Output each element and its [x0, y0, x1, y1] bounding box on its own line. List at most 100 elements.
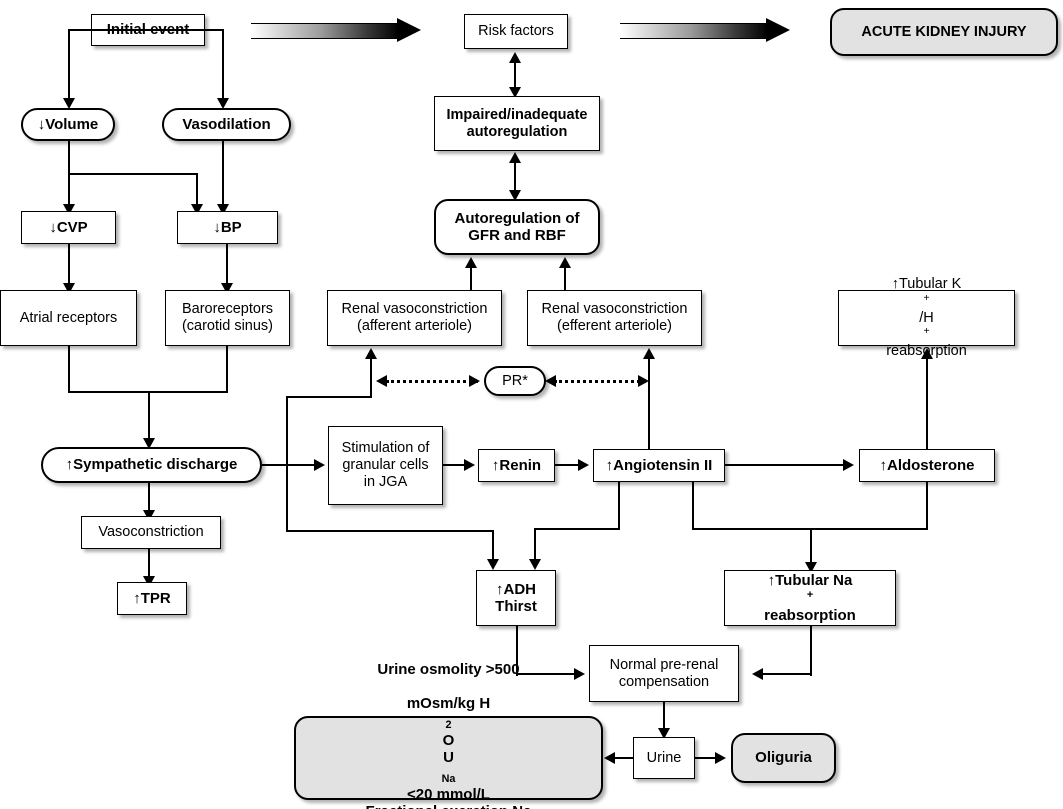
arrow-urine-to-oliguria: [715, 752, 726, 764]
conn-bp-down: [226, 244, 229, 287]
conn-prerenal-to-urine: [663, 702, 666, 731]
conn-angio-adh-stem: [534, 528, 537, 562]
node-tpr[interactable]: ↑TPR: [117, 582, 187, 615]
node-vasoconstriction[interactable]: Vasoconstriction: [81, 516, 221, 549]
conn-aldo-to-kh: [926, 356, 929, 450]
conn-initial-right-down: [222, 29, 225, 101]
arrow-afferent-to-autoreg: [464, 257, 477, 268]
arrow-aldo-to-kh: [920, 348, 933, 359]
node-normal-prerenal-compensation[interactable]: Normal pre-renal compensation: [589, 645, 739, 702]
node-acute-kidney-injury[interactable]: ACUTE KIDNEY INJURY: [830, 8, 1058, 56]
gradient-arrow-head-2: [766, 18, 790, 42]
node-bp[interactable]: ↓BP: [177, 211, 278, 244]
arrow-up-risk: [508, 52, 521, 63]
conn-adh-down: [516, 626, 519, 676]
conn-volume-to-bp: [68, 173, 198, 176]
conn-symp-branch-to-adh: [492, 530, 495, 562]
node-risk-factors[interactable]: Risk factors: [464, 14, 568, 49]
node-oliguria[interactable]: Oliguria: [731, 733, 836, 783]
autoreg-line-2: GFR and RBF: [468, 227, 566, 244]
node-impaired-autoregulation[interactable]: Impaired/inadequate autoregulation: [434, 96, 600, 151]
conn-urine-to-oliguria: [695, 757, 717, 760]
node-pr-star[interactable]: PR*: [484, 366, 546, 396]
gradient-arrow-1: [251, 18, 421, 42]
node-tubular-k-h-reabsorption[interactable]: ↑Tubular K+/H+ reabsorption: [838, 276, 1015, 359]
node-baroreceptors[interactable]: Baroreceptors (carotid sinus): [165, 290, 290, 346]
uf-l1b: mOsm/kg H: [406, 695, 491, 713]
conn-impaired-gfr: [514, 157, 517, 197]
arrow-na-to-prerenal: [752, 668, 763, 680]
gradient-arrow-2: [620, 18, 790, 42]
conn-baro-down: [226, 346, 229, 393]
arrow-vaso-to-bp: [216, 204, 229, 215]
node-angiotensin-ii[interactable]: ↑Angiotensin II: [593, 449, 725, 482]
node-adh-thirst[interactable]: ↑ADH Thirst: [476, 570, 556, 626]
conn-symp-branch-horiz: [286, 530, 494, 533]
conn-initial-left-down: [68, 29, 71, 101]
conn-na-horiz: [762, 673, 812, 676]
raff-line-2: (afferent arteriole): [357, 318, 472, 334]
node-sympathetic-discharge[interactable]: ↑Sympathetic discharge: [41, 447, 262, 483]
node-stimulation-granular-cells[interactable]: Stimulation of granular cells in JGA: [328, 426, 443, 505]
node-autoregulation-gfr-rbf[interactable]: Autoregulation of GFR and RBF: [434, 199, 600, 255]
arrow-to-sympathetic: [142, 438, 155, 449]
conn-renin-to-angio: [555, 464, 579, 467]
adh-line-2: Thirst: [495, 598, 537, 615]
arrow-up-impaired2: [508, 152, 521, 163]
node-cvp[interactable]: ↓CVP: [21, 211, 116, 244]
node-vasodilation[interactable]: Vasodilation: [162, 108, 291, 141]
node-aldosterone[interactable]: ↑Aldosterone: [859, 449, 995, 482]
conn-efferent-up: [564, 266, 567, 292]
baro-line-2: (carotid sinus): [181, 318, 274, 334]
arrow-efferent-to-autoreg: [558, 257, 571, 268]
raff-line-1: Renal vasoconstriction: [341, 301, 488, 318]
prerenal-line-2: compensation: [618, 673, 710, 690]
uf-l2c: <20 mmol/L: [407, 785, 490, 803]
arrow-to-cvp: [62, 204, 75, 215]
arrow-up-to-efferent: [642, 348, 655, 359]
arrow-symp-to-vasoc: [142, 510, 155, 521]
impaired-line-1: Impaired/inadequate: [446, 106, 588, 123]
conn-up-afferent-stem: [370, 357, 373, 398]
uf-sub2: 2: [445, 719, 452, 732]
conn-vasodilation-down: [222, 141, 225, 207]
arrow-angio-to-adh: [528, 559, 541, 570]
tubkh-line-1b: /H: [919, 309, 934, 326]
conn-stim-to-renin: [443, 464, 467, 467]
conn-angio-to-efferent: [648, 357, 651, 449]
node-volume[interactable]: ↓Volume: [21, 108, 115, 141]
node-renin[interactable]: ↑Renin: [478, 449, 555, 482]
conn-risk-autoreg: [514, 58, 517, 96]
arrow-down-gfr: [508, 190, 521, 201]
arrow-to-baroreceptors: [220, 283, 233, 294]
tubna-line-1: ↑Tubular Na: [767, 571, 853, 589]
conn-initial-split: [68, 29, 224, 32]
node-urine[interactable]: Urine: [633, 737, 695, 779]
arrow-urine-to-findings: [604, 752, 615, 764]
node-renal-vasoconstriction-afferent[interactable]: Renal vasoconstriction (afferent arterio…: [327, 290, 502, 346]
arrow-angio-to-aldo: [843, 459, 854, 471]
gradient-arrow-shaft: [251, 23, 399, 39]
uf-l1a: Urine osmolity >500: [377, 660, 520, 678]
autoreg-line-1: Autoregulation of: [454, 209, 580, 227]
dotted-line-right: [554, 380, 646, 383]
conn-angio-adh-horiz: [534, 528, 620, 531]
arrow-dotted-left-head: [376, 375, 387, 387]
uf-l2a: U: [443, 749, 454, 767]
conn-symp-branch-down: [286, 464, 289, 532]
conn-angio-down-adh: [618, 482, 621, 530]
conn-atrial-down: [68, 346, 71, 393]
node-atrial-receptors[interactable]: Atrial receptors: [0, 290, 137, 346]
conn-symp-to-vasoc: [148, 483, 151, 513]
arrow-renin-to-angio: [578, 459, 589, 471]
conn-sympathetic-down: [148, 391, 151, 441]
arrow-dotted-right-to-pr: [545, 375, 556, 387]
node-renal-vasoconstriction-efferent[interactable]: Renal vasoconstriction (efferent arterio…: [527, 290, 702, 346]
baro-line-1: Baroreceptors: [181, 301, 274, 318]
reff-line-1: Renal vasoconstriction: [541, 301, 688, 318]
node-tubular-na-reabsorption[interactable]: ↑Tubular Na+ reabsorption: [724, 570, 896, 626]
tubkh-line-1: ↑Tubular K: [891, 275, 962, 292]
